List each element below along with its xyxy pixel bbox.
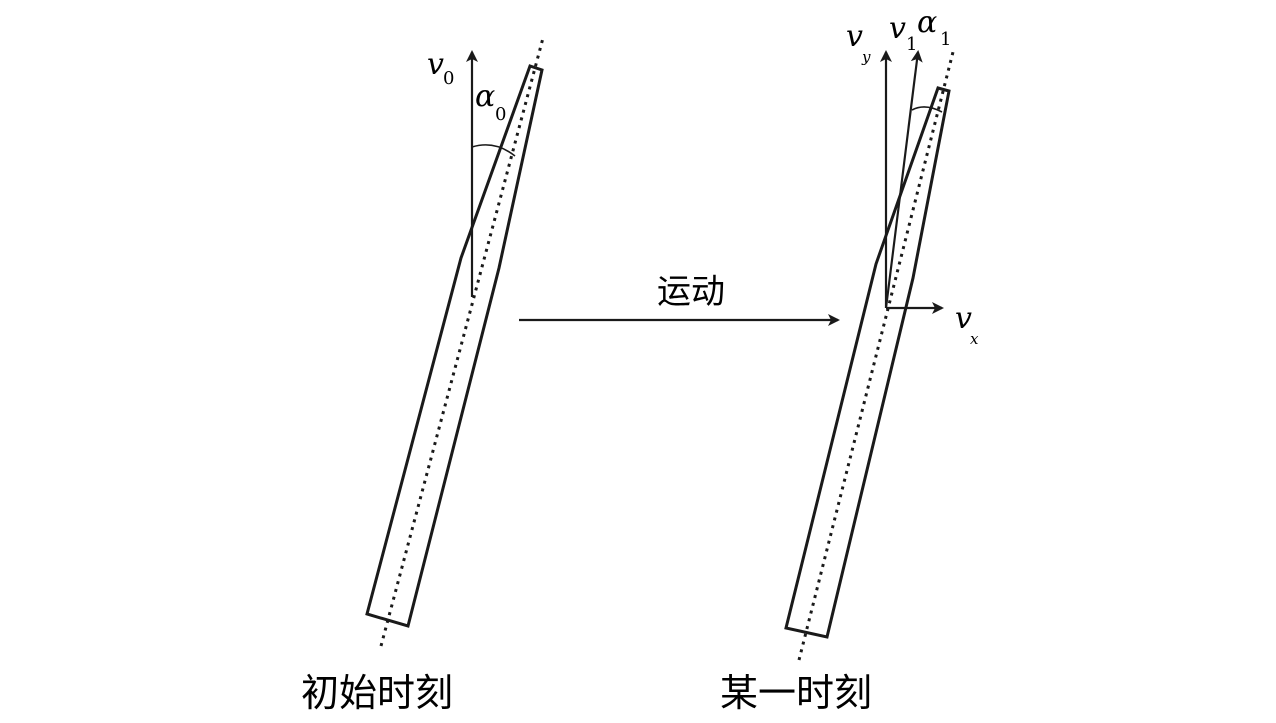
motion-label: 运动 bbox=[657, 272, 725, 312]
alpha0-label: α bbox=[475, 79, 495, 114]
v0-subscript: 0 bbox=[443, 68, 454, 89]
initial-blade-group bbox=[365, 37, 545, 647]
vx-label: v bbox=[955, 301, 972, 336]
vy-subscript: y bbox=[861, 48, 871, 66]
later-blade-axis bbox=[797, 51, 955, 661]
alpha1-label: α bbox=[917, 5, 937, 40]
initial-blade-outline bbox=[365, 64, 544, 628]
vx-subscript: x bbox=[970, 330, 979, 348]
caption-initial: 初始时刻 bbox=[301, 671, 453, 715]
initial-blade-axis bbox=[379, 37, 545, 647]
alpha1-subscript: 1 bbox=[940, 29, 951, 50]
v0-label: v bbox=[427, 47, 444, 82]
initial-angle-arc bbox=[471, 144, 516, 157]
v1-subscript: 1 bbox=[906, 34, 917, 55]
vy-label: v bbox=[846, 19, 863, 54]
later-blade-outline bbox=[784, 86, 951, 639]
alpha0-subscript: 0 bbox=[495, 104, 506, 125]
caption-later: 某一时刻 bbox=[720, 671, 872, 715]
v1-label: v bbox=[889, 11, 906, 46]
later-angle-arc bbox=[911, 106, 943, 113]
later-v1-arrow bbox=[884, 50, 923, 309]
later-blade-group bbox=[784, 50, 955, 661]
